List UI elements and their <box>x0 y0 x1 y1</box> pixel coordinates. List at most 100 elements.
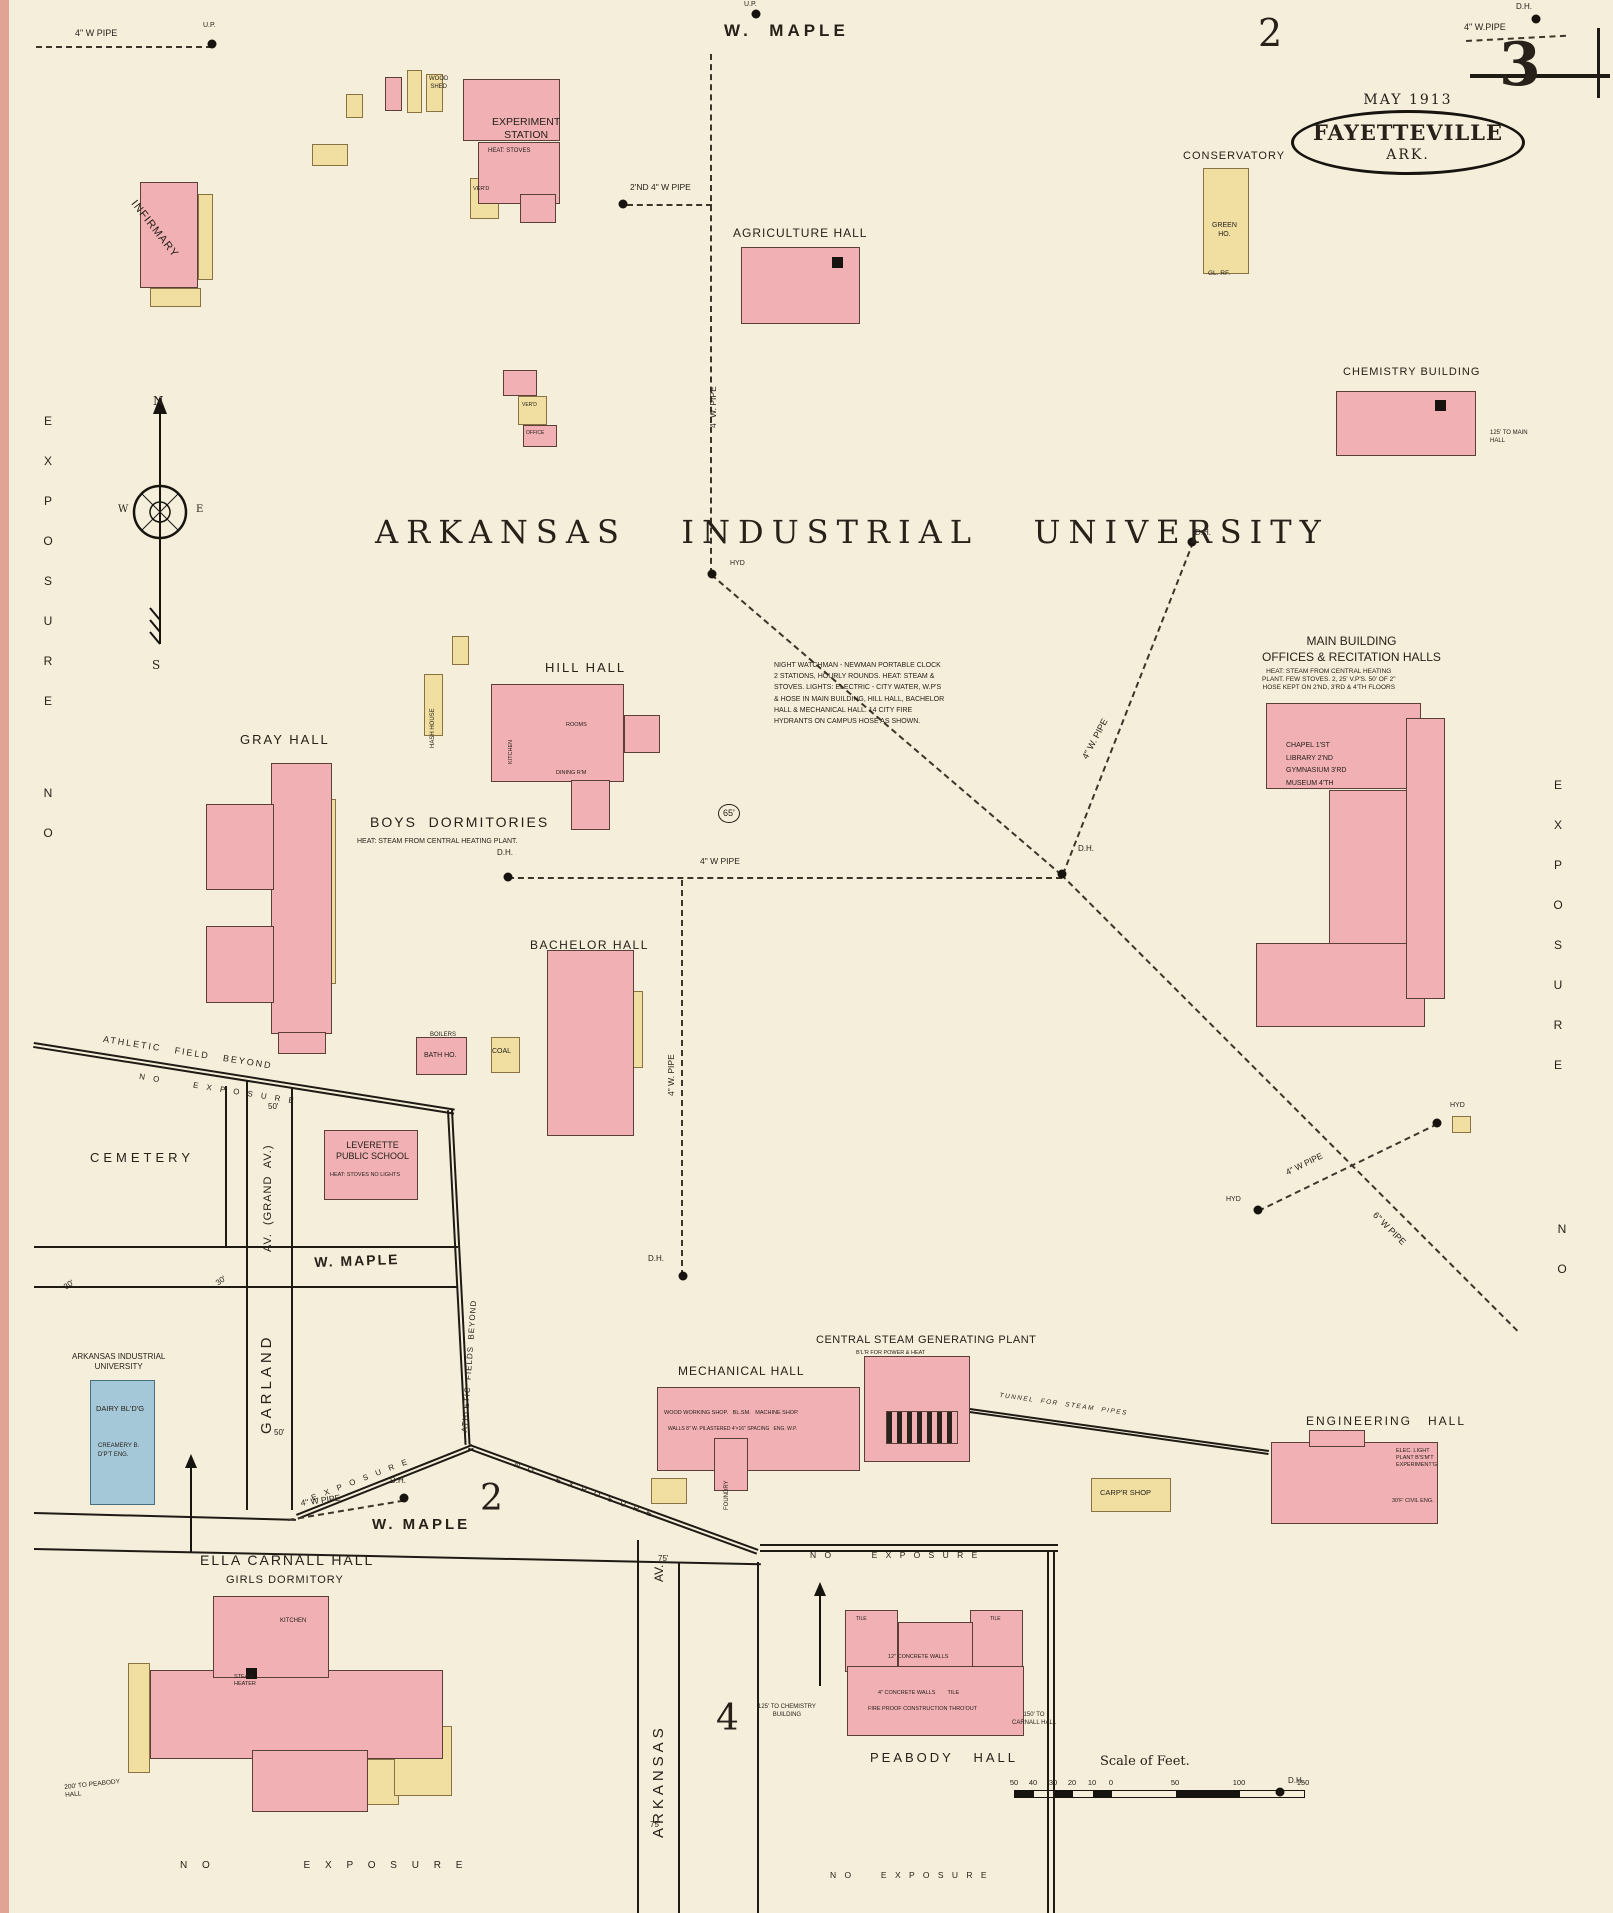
label-edge-right-no: NO <box>1555 1222 1569 1302</box>
label-no-exposure-bottom-mid: N O E X P O S U R E <box>830 1870 990 1880</box>
fire-hydrant-dot <box>1275 1787 1285 1797</box>
label-campus-title: ARKANSAS INDUSTRIAL UNIVERSITY <box>375 513 1329 551</box>
wood-shed <box>426 74 443 112</box>
infirmary-wing-east <box>198 194 213 280</box>
pipe-diag-northeast <box>1062 541 1195 875</box>
label-pipe-vertical-label: 4" W. PIPE <box>708 386 718 428</box>
scale-tick-label: 30 <box>1048 1778 1058 1787</box>
label-distance-circle-65: 65' <box>718 804 740 824</box>
label-compass-s: S <box>152 658 161 672</box>
label-main-building-label: MAIN BUILDING OFFICES & RECITATION HALLS <box>1262 634 1441 664</box>
label-experiment-station-label: EXPERIMENT STATION <box>492 116 561 142</box>
gray-hall-center <box>271 763 332 1034</box>
arrow-head-icon <box>185 1454 197 1468</box>
arkansas-av-east <box>678 1562 680 1913</box>
central-steam-plant <box>864 1356 970 1462</box>
label-leverette-heat-note: HEAT: STOVES NO LIGHTS <box>330 1172 401 1178</box>
carnall-hall-main <box>150 1670 443 1759</box>
hill-hall <box>491 684 624 782</box>
label-pipe-vertical-south-label: 4" W. PIPE <box>666 1054 676 1096</box>
label-edge-left-no: NO <box>41 786 55 866</box>
label-dairy-building-label: DAIRY BL'D'G <box>96 1404 145 1413</box>
office-building-2 <box>523 425 557 447</box>
label-street-grand-av: AV. (GRAND AV.) <box>262 1144 274 1252</box>
scale-tick-label: 50 <box>1009 1778 1019 1787</box>
label-main-building-note: HEAT: STEAM FROM CENTRAL HEATING PLANT. … <box>1262 668 1396 692</box>
label-sheet-number-3: 3 <box>1499 30 1541 100</box>
label-peabody-concrete-4: 4" CONCRETE WALLS TILE <box>878 1690 960 1696</box>
map-city: FAYETTEVILLE <box>1312 120 1504 145</box>
arrow-head-icon <box>814 1582 826 1596</box>
peabody-block-north <box>760 1544 1058 1552</box>
label-peabody-distance-note: 200' TO PEABODY HALL <box>64 1778 121 1800</box>
label-steam-heater-label: STEAM HEATER <box>234 1674 256 1687</box>
label-experiment-heat-note: HEAT: STOVES <box>488 148 531 154</box>
fire-hydrant-dot <box>707 569 717 579</box>
map-title-block: MAY 1913 FAYETTEVILLE ARK. <box>1284 92 1532 175</box>
label-compass-e: E <box>196 504 204 515</box>
label-dairy-university-label: ARKANSAS INDUSTRIAL UNIVERSITY <box>72 1352 166 1371</box>
label-no-exposure-bottom-left: N O E X P O S U R E <box>180 1860 469 1871</box>
fire-hydrant-dot <box>618 199 628 209</box>
label-edge-right-exposure: EXPOSURE <box>1551 778 1565 1098</box>
leverette-public-school <box>324 1130 418 1200</box>
label-street-w-maple-bottom: W. MAPLE <box>372 1516 471 1533</box>
fire-hydrant-dot <box>1057 869 1067 879</box>
scale-tick-label: 40 <box>1028 1778 1038 1787</box>
label-hydrant-label-2: HYD <box>1226 1196 1241 1203</box>
scale-segment <box>1112 1791 1176 1797</box>
label-edge-left-exposure: EXPOSURE <box>41 414 55 734</box>
gray-hall-south-wing <box>278 1032 326 1054</box>
map-state: ARK. <box>1386 147 1430 163</box>
label-foundry-label: FOUNDRY <box>724 1480 730 1510</box>
hill-hall-south-wing <box>571 780 610 830</box>
label-leverette-school-label: LEVERETTE PUBLIC SCHOOL <box>336 1140 410 1162</box>
scale-segment <box>1073 1791 1093 1797</box>
main-building-east <box>1406 718 1445 999</box>
label-bath-house-label: BATH HO. <box>424 1052 457 1059</box>
small-pink-shed <box>385 77 402 111</box>
label-street-width-50-1: 50' <box>268 1102 279 1111</box>
pipe-horizontal-main <box>508 877 1062 879</box>
label-compass-n: N <box>153 394 164 408</box>
label-steam-plant-label: CENTRAL STEAM GENERATING PLANT <box>816 1334 1037 1346</box>
fire-hydrant-dot <box>1187 537 1197 547</box>
label-main-building-floors: CHAPEL 1'ST LIBRARY 2'ND GYMNASIUM 3'RD … <box>1286 742 1347 787</box>
infirmary <box>140 182 198 288</box>
label-engineering-note: ELEC. LIGHT PLANT B'S'M'T EXPERIMENT'G <box>1396 1448 1438 1468</box>
label-pipe-label-top-left: 4" W PIPE <box>75 28 118 38</box>
map-date: MAY 1913 <box>1363 92 1453 108</box>
peabody-block-east <box>1047 1552 1055 1913</box>
label-verandah-label-2: VER'D <box>522 402 537 408</box>
label-engineering-hall-label: ENGINEERING HALL <box>1306 1414 1467 1428</box>
carnall-hall-south-wing <box>252 1750 368 1812</box>
label-street-garland: GARLAND <box>258 1333 275 1434</box>
label-chemistry-distance-125: 125' TO CHEMISTRY BUILDING <box>758 1704 816 1718</box>
foundry-annex <box>714 1438 748 1491</box>
label-mechanical-walls-note: WALLS 8" W. PILASTERED 4'×16" SPACING EN… <box>668 1426 798 1432</box>
main-building-north <box>1266 703 1421 789</box>
w-maple-mid-south <box>34 1286 458 1288</box>
scale-title: Scale of Feet. <box>1100 1754 1190 1769</box>
fire-hydrant-dot <box>678 1271 688 1281</box>
hydrant-shed <box>1452 1116 1471 1133</box>
label-bachelor-hall-label: BACHELOR HALL <box>530 938 649 952</box>
scale-bar <box>1014 1790 1305 1798</box>
label-dh-label-4: D.H. <box>648 1254 664 1263</box>
scale-tick-label: 100 <box>1232 1778 1246 1787</box>
scale-tick-label: 150 <box>1296 1778 1310 1787</box>
label-peabody-tile-1: TILE <box>856 1616 867 1622</box>
chemistry-stack <box>1435 400 1446 411</box>
label-mechanical-hall-label: MECHANICAL HALL <box>678 1364 805 1378</box>
label-cemetery-label: CEMETERY <box>90 1150 194 1165</box>
label-creamery-label: CREAMERY B. D'P'T ENG. <box>98 1443 140 1458</box>
label-hill-hall-label: HILL HALL <box>545 660 627 675</box>
office-verandah <box>518 396 547 425</box>
gray-hall-west-wing-north <box>206 804 274 890</box>
label-pipe-2nd-label: 2'ND 4" W PIPE <box>630 182 691 192</box>
sheet-edge-rule <box>1597 28 1600 98</box>
label-hydrant-label-3: HYD <box>1450 1102 1465 1109</box>
w-maple-bottom-north <box>33 1512 296 1521</box>
hill-shed <box>452 636 469 665</box>
